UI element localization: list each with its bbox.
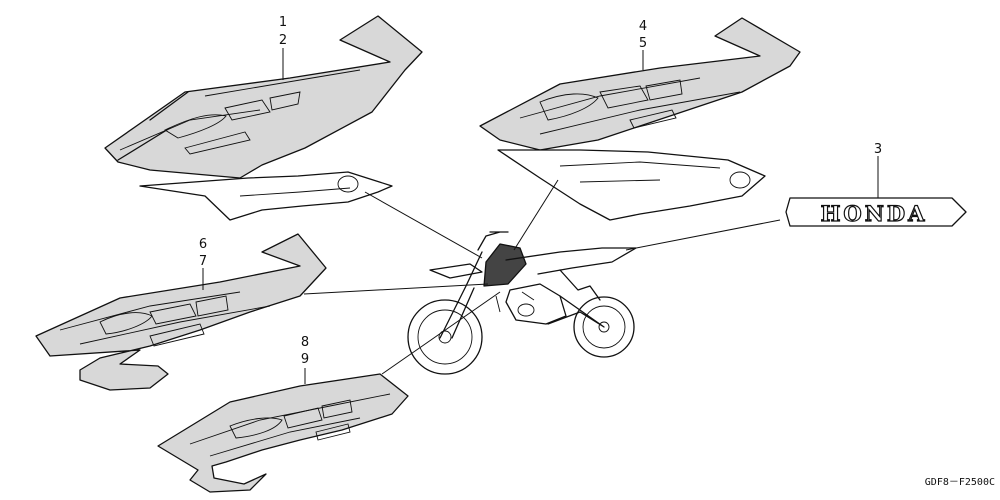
- callout-3: 3: [874, 142, 882, 157]
- callout-7: 7: [199, 254, 207, 269]
- callout-6: 6: [199, 237, 207, 252]
- shroud-decal-1-2: [104, 15, 423, 221]
- callout-9: 9: [301, 352, 309, 367]
- leader-lines: [202, 48, 879, 384]
- side-decal-8-9: [157, 373, 409, 493]
- callout-4: 4: [639, 19, 647, 34]
- callout-8: 8: [301, 335, 309, 350]
- honda-emblem-text: HONDA: [821, 201, 928, 226]
- diagram-code: GDF8－F2500C: [925, 477, 995, 488]
- callout-5: 5: [639, 36, 647, 51]
- callout-labels: 1 2 3 4 5 6 7 8 9: [199, 15, 882, 367]
- motorcycle-illustration: [407, 231, 637, 375]
- side-decal-6-7: [35, 233, 327, 391]
- honda-emblem-decal: HONDA: [785, 197, 967, 227]
- callout-1: 1: [279, 15, 287, 30]
- shroud-decal-4-5: [479, 17, 801, 221]
- callout-2: 2: [279, 33, 287, 48]
